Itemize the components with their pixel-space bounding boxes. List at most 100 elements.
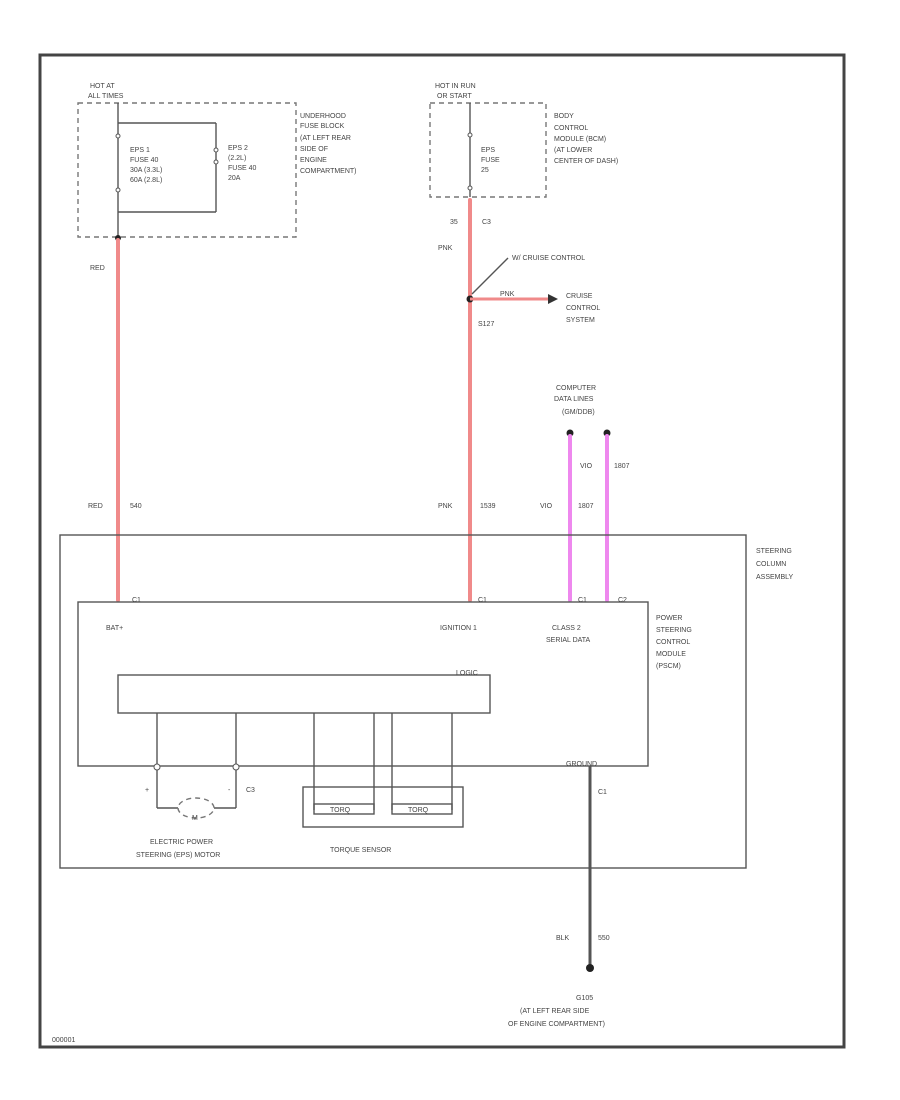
fuse1-label-3: 30A (3.3L)	[130, 167, 162, 174]
data-line-terminal-2	[603, 429, 611, 437]
ground-point-location-1: (AT LEFT REAR SIDE	[520, 1008, 590, 1015]
cruise-branch-arrow	[548, 294, 558, 304]
pscm-module	[77, 601, 649, 767]
pscm-label-1: POWER	[656, 615, 682, 622]
fuse1-terminal-top	[115, 133, 121, 139]
steering-column-assembly	[59, 534, 747, 869]
torque-resistor-2	[391, 803, 453, 815]
torque-sensor-label: TORQUE SENSOR	[330, 847, 391, 854]
fuse2-terminal-bottom	[213, 159, 219, 165]
red-wire-label-bottom: RED	[88, 503, 103, 510]
bcm-connector: C3	[482, 219, 491, 226]
pink-wire-circuit: 1539	[480, 503, 496, 510]
motor-minus-label: -	[228, 787, 231, 794]
pscm-data2-pin-conn: C2	[618, 597, 627, 604]
pscm-logic-block	[117, 674, 491, 714]
pink-wire-label-bottom: PNK	[438, 503, 453, 510]
motor-label-2: STEERING (EPS) MOTOR	[136, 852, 220, 859]
bcm-location-4: (AT LOWER	[554, 147, 592, 154]
ground-point-location-2: OF ENGINE COMPARTMENT)	[508, 1021, 605, 1028]
pscm-data1-pin-conn: C1	[578, 597, 587, 604]
bcm-fuse-box	[429, 102, 547, 198]
assembly-label-2: COLUMN	[756, 561, 786, 568]
ground-wire-color: BLK	[556, 935, 570, 942]
data-lines-label-3: (GM/DDB)	[562, 409, 595, 416]
red-wire-label-top: RED	[90, 265, 105, 272]
fuse-block-location-4: SIDE OF	[300, 146, 328, 153]
fuse2-label-3: FUSE 40	[228, 165, 257, 172]
fuse2-label-2: (2.2L)	[228, 155, 246, 162]
cruise-branch-color: PNK	[500, 291, 515, 298]
fuse-block-location-3: (AT LEFT REAR	[300, 135, 351, 142]
fuse-block-location-5: ENGINE	[300, 157, 327, 164]
pscm-ground-connector: C1	[598, 789, 607, 796]
cruise-target-1: CRUISE	[566, 293, 593, 300]
bcm-location-5: CENTER OF DASH)	[554, 158, 618, 165]
pscm-label-3: CONTROL	[656, 639, 690, 646]
torque-resistor-1	[313, 803, 375, 815]
assembly-label-3: ASSEMBLY	[756, 574, 794, 581]
pscm-label-2: STEERING	[656, 627, 692, 634]
pscm-data-name-1: CLASS 2	[552, 625, 581, 632]
bcm-fuse-terminal-top	[467, 132, 473, 138]
ground-point-g105	[586, 964, 594, 972]
ground-point-name: G105	[576, 995, 593, 1002]
underhood-fuse-block	[77, 102, 297, 238]
cruise-note: W/ CRUISE CONTROL	[512, 255, 585, 262]
bcm-pin-number: 35	[450, 219, 458, 226]
pscm-ground-label: GROUND	[566, 761, 597, 768]
fuse-block-hot-label-2: ALL TIMES	[88, 93, 124, 100]
data-wire-circuit-bottom: 1807	[578, 503, 594, 510]
bcm-fuse-label-1: EPS	[481, 147, 495, 154]
bcm-location-2: CONTROL	[554, 125, 588, 132]
pscm-batt-pin-name: BAT+	[106, 625, 123, 632]
data-wire-color-top: VIO	[580, 463, 593, 470]
bcm-fuse-label-3: 25	[481, 167, 489, 174]
motor-symbol-label: M	[192, 815, 198, 822]
pscm-data-name-2: SERIAL DATA	[546, 637, 591, 644]
cruise-target-3: SYSTEM	[566, 317, 595, 324]
motor-label-1: ELECTRIC POWER	[150, 839, 213, 846]
bcm-hot-label-2: OR START	[437, 93, 472, 100]
fuse-block-location-6: COMPARTMENT)	[300, 168, 357, 175]
bcm-fuse-label-2: FUSE	[481, 157, 500, 164]
cruise-note-leader	[471, 257, 509, 295]
torque-resistor-1-label: TORQ	[330, 807, 351, 814]
bcm-hot-label-1: HOT IN RUN	[435, 83, 476, 90]
fuse1-label-1: EPS 1	[130, 147, 150, 154]
bcm-fuse-terminal-bottom	[467, 185, 473, 191]
data-line-terminal-1	[566, 429, 574, 437]
motor-minus-terminal	[232, 763, 240, 771]
pscm-label-4: MODULE	[656, 651, 686, 658]
data-wire-circuit-top: 1807	[614, 463, 630, 470]
fuse2-terminal-top	[213, 147, 219, 153]
fuse2-label-4: 20A	[228, 175, 241, 182]
pink-wire-label-top: PNK	[438, 245, 453, 252]
motor-plus-terminal	[153, 763, 161, 771]
motor-plus-label: +	[145, 787, 149, 794]
red-wire-circuit: 540	[130, 503, 142, 510]
fuse-block-location-1: UNDERHOOD	[300, 113, 346, 120]
data-lines-label-1: COMPUTER	[556, 385, 596, 392]
cruise-target-2: CONTROL	[566, 305, 600, 312]
motor-connector: C3	[246, 787, 255, 794]
fuse-block-hot-label-1: HOT AT	[90, 83, 115, 90]
diagram-frame	[38, 53, 846, 1049]
data-wire-color-bottom: VIO	[540, 503, 553, 510]
assembly-label-1: STEERING	[756, 548, 792, 555]
data-lines-label-2: DATA LINES	[554, 396, 594, 403]
motor-symbol	[177, 797, 215, 819]
pscm-ign-pin-name: IGNITION 1	[440, 625, 477, 632]
pscm-logic-label: LOGIC	[456, 670, 478, 677]
pscm-ign-pin-conn: C1	[478, 597, 487, 604]
pscm-batt-pin-conn: C1	[132, 597, 141, 604]
bcm-location-3: MODULE (BCM)	[554, 136, 606, 143]
splice-label: S127	[478, 321, 494, 328]
fuse1-label-2: FUSE 40	[130, 157, 159, 164]
torque-sensor	[302, 786, 464, 828]
bcm-location-1: BODY	[554, 113, 574, 120]
pscm-label-5: (PSCM)	[656, 663, 681, 670]
fuse2-label-1: EPS 2	[228, 145, 248, 152]
